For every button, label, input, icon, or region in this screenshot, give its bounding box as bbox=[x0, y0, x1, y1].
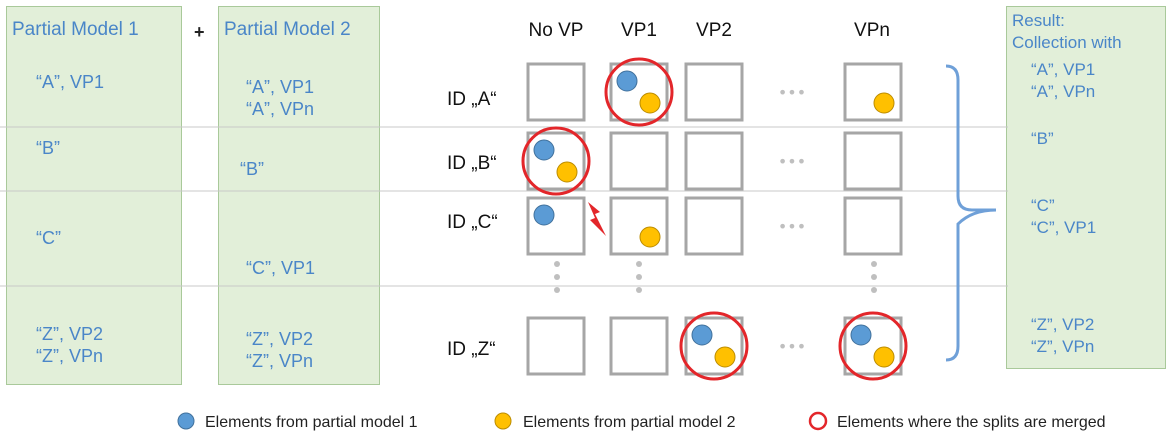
result-brace bbox=[945, 64, 997, 362]
vertical-ellipsis bbox=[554, 261, 877, 293]
grid-cell bbox=[843, 196, 903, 256]
legend-merged-label: Elements where the splits are merged bbox=[837, 414, 1106, 431]
legend: Elements from partial model 1 Elements f… bbox=[177, 411, 1106, 431]
blue-element-dot-icon bbox=[691, 324, 713, 346]
column-header-vpn: VPn bbox=[854, 20, 890, 41]
horizontal-ellipsis: ••• bbox=[778, 152, 806, 171]
grid-cell bbox=[609, 316, 669, 376]
plus-sign: + bbox=[194, 22, 205, 42]
grid-cell bbox=[609, 62, 669, 122]
grid-cell bbox=[526, 196, 586, 256]
legend-model2-label: Elements from partial model 2 bbox=[523, 414, 736, 431]
partial-model-2-title: Partial Model 2 bbox=[224, 19, 351, 40]
vdot bbox=[554, 274, 560, 280]
model1-row-b: “B” bbox=[36, 138, 60, 158]
model1-row-z: “Z”, VP2“Z”, VPn bbox=[36, 324, 104, 366]
grid-cell bbox=[526, 62, 586, 122]
vdot bbox=[636, 287, 642, 293]
result-title: Result:Collection with bbox=[1012, 11, 1122, 52]
blue-element-dot-icon bbox=[533, 139, 555, 161]
grid-cell bbox=[526, 131, 586, 191]
yellow-element-dot-icon bbox=[714, 346, 736, 368]
grid-cell bbox=[843, 62, 903, 122]
legend-blue-dot-icon bbox=[177, 412, 195, 430]
yellow-element-dot-icon bbox=[639, 226, 661, 248]
vdot bbox=[636, 261, 642, 267]
model2-row-b: “B” bbox=[240, 159, 264, 179]
blue-element-dot-icon bbox=[850, 324, 872, 346]
result-panel bbox=[1006, 6, 1166, 369]
row-id-c: ID „C“ bbox=[447, 212, 498, 233]
partial-model-2-panel bbox=[218, 6, 380, 385]
column-header-no-vp: No VP bbox=[528, 20, 584, 41]
vdot bbox=[871, 261, 877, 267]
row-id-a: ID „A“ bbox=[447, 89, 497, 110]
legend-model1-label: Elements from partial model 1 bbox=[205, 414, 418, 431]
grid-cell bbox=[684, 196, 744, 256]
model2-row-a: “A”, VP1“A”, VPn bbox=[246, 77, 315, 119]
result-row-c: “C”“C”, VP1 bbox=[1031, 196, 1097, 237]
yellow-element-dot-icon bbox=[873, 346, 895, 368]
merge-ring-icon bbox=[838, 311, 908, 381]
partial-model-1-title: Partial Model 1 bbox=[12, 19, 139, 40]
result-row-z: “Z”, VP2“Z”, VPn bbox=[1031, 315, 1095, 356]
grid-cell bbox=[684, 316, 744, 376]
grid-cell bbox=[684, 62, 744, 122]
legend-yellow-dot-icon bbox=[494, 412, 512, 430]
result-row-a: “A”, VP1“A”, VPn bbox=[1031, 60, 1096, 101]
merge-ring-icon bbox=[604, 57, 674, 127]
model2-row-z: “Z”, VP2“Z”, VPn bbox=[246, 329, 314, 371]
vdot bbox=[636, 274, 642, 280]
merge-ring-icon bbox=[521, 126, 591, 196]
vdot bbox=[554, 287, 560, 293]
grid-cell bbox=[526, 316, 586, 376]
model1-row-a: “A”, VP1 bbox=[36, 72, 105, 92]
yellow-element-dot-icon bbox=[639, 92, 661, 114]
blue-element-dot-icon bbox=[533, 204, 555, 226]
model1-row-c: “C” bbox=[36, 228, 61, 248]
merge-ring-icon bbox=[679, 311, 749, 381]
blue-element-dot-icon bbox=[616, 70, 638, 92]
row-separators bbox=[0, 126, 1008, 287]
column-header-vp2: VP2 bbox=[696, 20, 732, 41]
grid-cell bbox=[843, 316, 903, 376]
result-row-b: “B” bbox=[1031, 129, 1054, 148]
yellow-element-dot-icon bbox=[873, 92, 895, 114]
horizontal-ellipsis: ••• bbox=[778, 217, 806, 236]
vdot bbox=[871, 274, 877, 280]
vdot bbox=[554, 261, 560, 267]
lightning-bolt-icon bbox=[588, 202, 606, 236]
row-id-z: ID „Z“ bbox=[447, 339, 496, 360]
grid-cell bbox=[609, 196, 669, 256]
model2-row-c: “C”, VP1 bbox=[246, 258, 316, 278]
vdot bbox=[871, 287, 877, 293]
horizontal-ellipsis: ••• bbox=[778, 337, 806, 356]
legend-red-ring-icon bbox=[808, 411, 828, 431]
yellow-element-dot-icon bbox=[556, 161, 578, 183]
grid-cell bbox=[609, 131, 669, 191]
grid-cell bbox=[684, 131, 744, 191]
row-id-b: ID „B“ bbox=[447, 153, 497, 174]
column-header-vp1: VP1 bbox=[621, 20, 657, 41]
partial-model-1-panel bbox=[6, 6, 182, 385]
horizontal-ellipsis: ••• bbox=[778, 83, 806, 102]
grid-cell bbox=[843, 131, 903, 191]
